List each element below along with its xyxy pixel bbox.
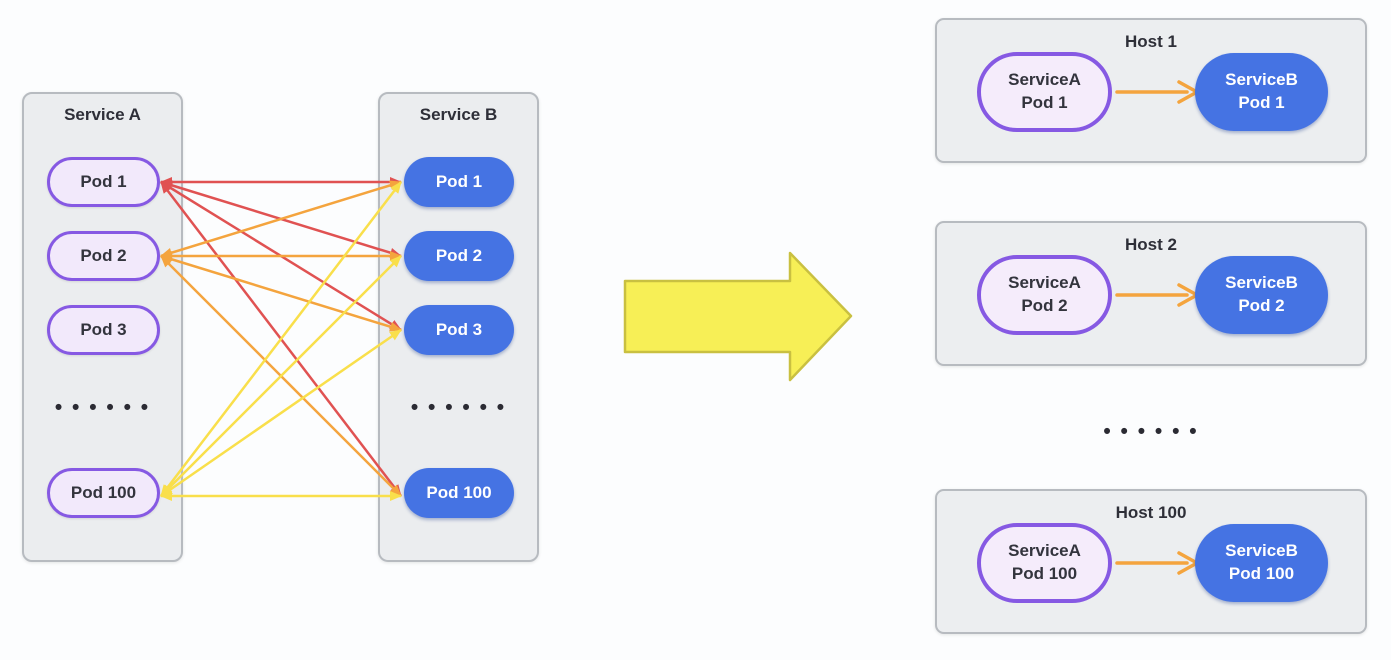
mesh-arrow-a2-b1 bbox=[160, 180, 402, 258]
service-a-label: ServiceA bbox=[1008, 70, 1081, 90]
service-a-pod-label: Pod 1 bbox=[1021, 93, 1068, 112]
host-1-card: Host 1 ServiceA Pod 1 ServiceB Pod 1 bbox=[935, 18, 1367, 163]
mesh-arrow-a1-b100 bbox=[160, 181, 402, 497]
service-b-title: Service B bbox=[419, 105, 498, 124]
service-b-label: ServiceB bbox=[1225, 273, 1298, 293]
host-2-title: Host 2 bbox=[1125, 235, 1177, 254]
service-a-pod-label: Pod 2 bbox=[1021, 296, 1068, 315]
service-b-panel: Service B Pod 1 Pod 2 Pod 3 • • • • • • … bbox=[378, 92, 539, 562]
service-a-pod-100: Pod 100 bbox=[47, 468, 160, 518]
pod-label: Pod 2 bbox=[80, 246, 127, 265]
service-b-pod-label: Pod 100 bbox=[1228, 564, 1295, 583]
host-100-title: Host 100 bbox=[1115, 503, 1187, 522]
service-b-pod-2: Pod 2 bbox=[404, 231, 514, 281]
service-b-pod-label: Pod 1 bbox=[1238, 93, 1285, 112]
pod-label: Pod 100 bbox=[70, 483, 137, 502]
service-a-pod-label: Pod 100 bbox=[1011, 564, 1078, 583]
pod-label: Pod 3 bbox=[435, 320, 483, 339]
service-b-label: ServiceB bbox=[1225, 70, 1298, 90]
mesh-arrow-a100-b2 bbox=[160, 255, 402, 497]
host-2-service-b-pod: ServiceB Pod 2 bbox=[1195, 256, 1328, 334]
pod-label: Pod 1 bbox=[435, 172, 483, 191]
service-b-pod-100: Pod 100 bbox=[404, 468, 514, 518]
service-b-pod-3: Pod 3 bbox=[404, 305, 514, 355]
service-a-title: Service A bbox=[64, 105, 141, 124]
host-1-arrow-icon bbox=[1115, 80, 1199, 104]
hosts-ellipsis: • • • • • • bbox=[1103, 420, 1199, 443]
service-a-pod-3: Pod 3 bbox=[47, 305, 160, 355]
host-100-service-a-pod: ServiceA Pod 100 bbox=[977, 523, 1112, 603]
transform-arrow-icon bbox=[623, 251, 853, 382]
mesh-arrow-a100-b3 bbox=[160, 328, 402, 498]
service-a-label: ServiceA bbox=[1008, 541, 1081, 561]
pod-label: Pod 1 bbox=[80, 172, 127, 191]
mesh-arrow-a100-b1 bbox=[160, 181, 402, 497]
host-100-service-b-pod: ServiceB Pod 100 bbox=[1195, 524, 1328, 602]
service-a-panel: Service A Pod 1 Pod 2 Pod 3 • • • • • • … bbox=[22, 92, 183, 562]
mesh-arrow-a1-b3 bbox=[160, 180, 402, 332]
service-b-ellipsis: • • • • • • bbox=[410, 396, 507, 419]
pod-label: Pod 2 bbox=[435, 246, 483, 265]
host-1-title: Host 1 bbox=[1125, 32, 1177, 51]
pod-label: Pod 3 bbox=[80, 320, 127, 339]
service-b-label: ServiceB bbox=[1225, 541, 1298, 561]
service-a-ellipsis: • • • • • • bbox=[54, 396, 151, 419]
mesh-arrow-a2-b3 bbox=[160, 254, 402, 332]
host-2-card: Host 2 ServiceA Pod 2 ServiceB Pod 2 bbox=[935, 221, 1367, 366]
service-a-pod-1: Pod 1 bbox=[47, 157, 160, 207]
mesh-arrow-a1-b2 bbox=[160, 180, 402, 258]
host-1-service-b-pod: ServiceB Pod 1 bbox=[1195, 53, 1328, 131]
host-1-service-a-pod: ServiceA Pod 1 bbox=[977, 52, 1112, 132]
host-100-card: Host 100 ServiceA Pod 100 ServiceB Pod 1… bbox=[935, 489, 1367, 634]
mesh-arrow-a2-b100 bbox=[160, 255, 402, 497]
host-2-service-a-pod: ServiceA Pod 2 bbox=[977, 255, 1112, 335]
host-100-arrow-icon bbox=[1115, 551, 1199, 575]
service-a-pod-2: Pod 2 bbox=[47, 231, 160, 281]
service-b-pod-1: Pod 1 bbox=[404, 157, 514, 207]
service-a-label: ServiceA bbox=[1008, 273, 1081, 293]
host-2-arrow-icon bbox=[1115, 283, 1199, 307]
pod-label: Pod 100 bbox=[426, 483, 492, 502]
service-b-pod-label: Pod 2 bbox=[1238, 296, 1285, 315]
